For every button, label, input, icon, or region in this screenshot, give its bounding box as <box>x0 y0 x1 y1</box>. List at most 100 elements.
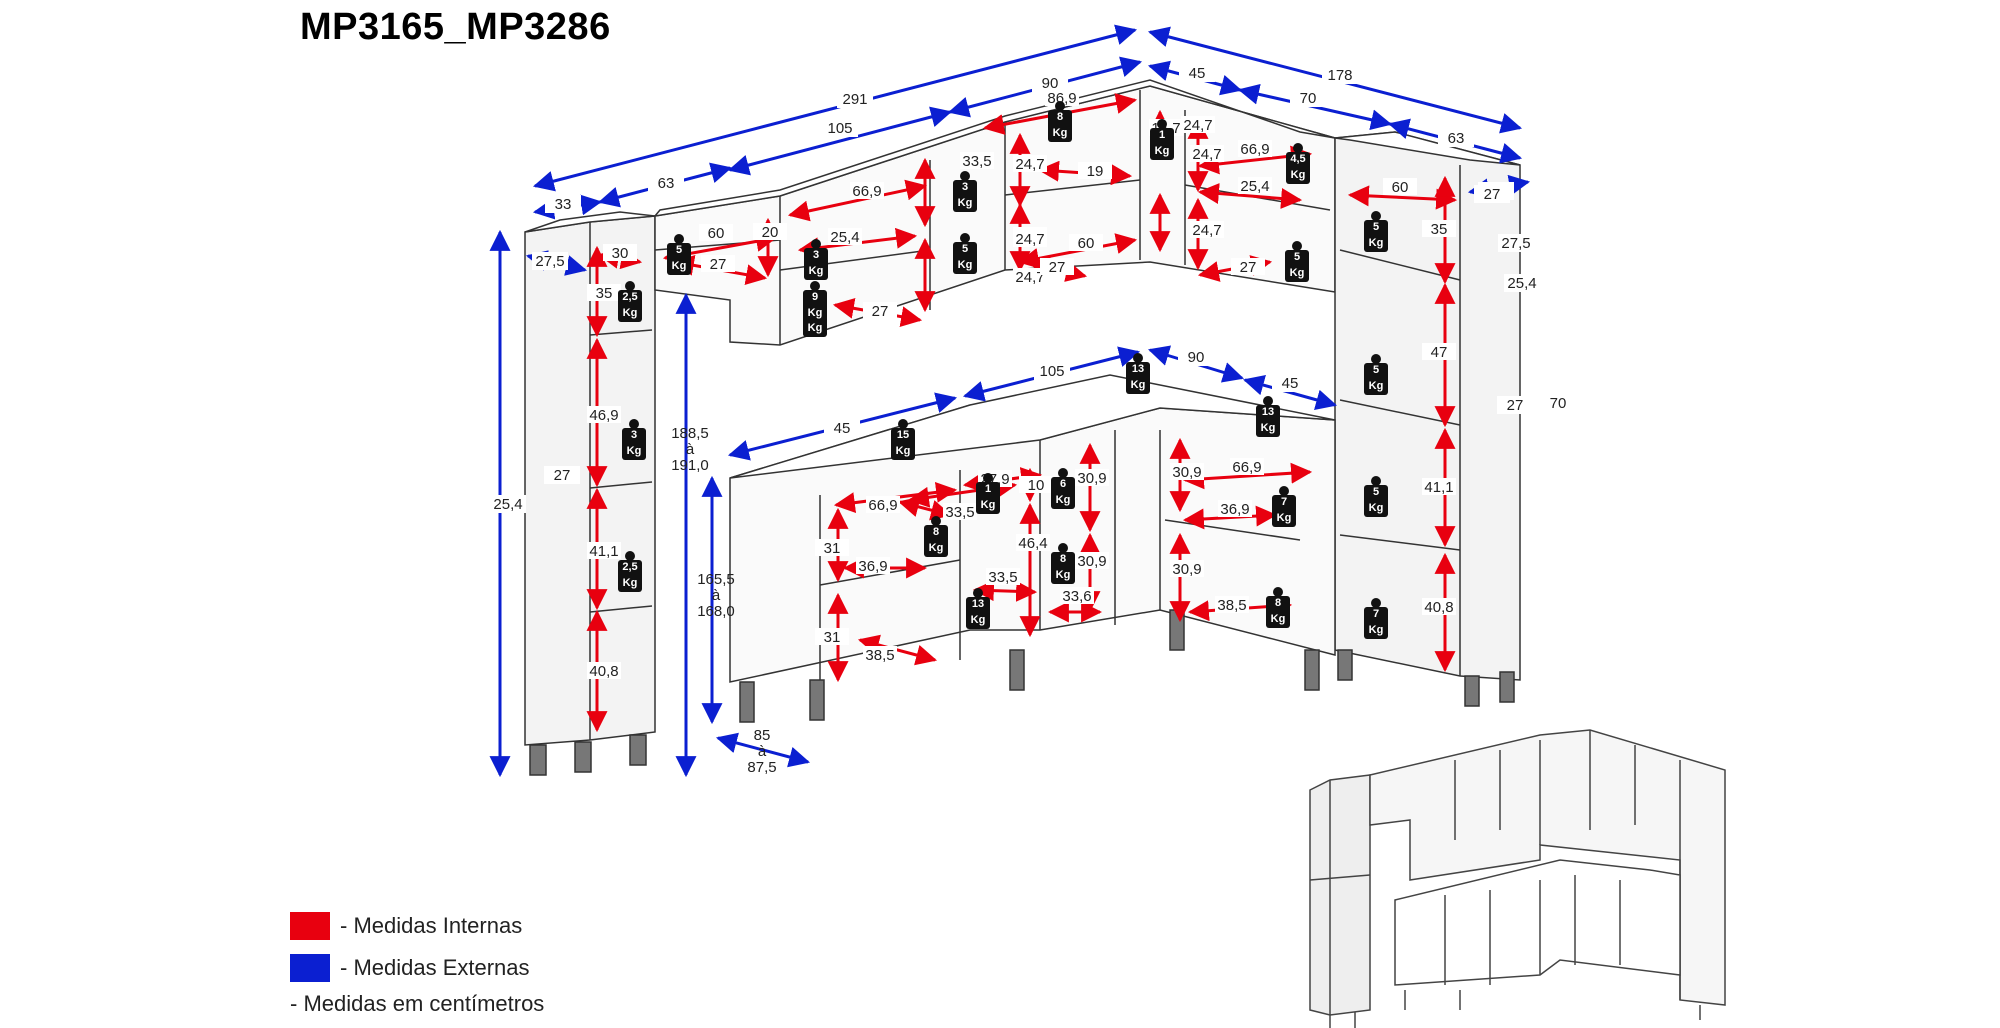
weight-knob <box>1157 119 1167 129</box>
weight-icon <box>891 419 915 460</box>
weight-icon <box>953 233 977 274</box>
internal-dimension-bg <box>1422 343 1456 360</box>
external-dimension-bg <box>837 90 873 108</box>
weight-icon <box>1286 143 1310 184</box>
weight-icon <box>1051 543 1075 584</box>
weight-icon <box>667 234 691 275</box>
weight-body <box>1256 405 1280 437</box>
weight-knob <box>1371 211 1381 221</box>
internal-dimension-bg <box>1078 162 1112 179</box>
internal-dimension-bg <box>1230 458 1264 475</box>
external-dimension-label: 27 <box>1484 186 1501 203</box>
weight-knob <box>1263 396 1273 406</box>
legend: - Medidas Internas - Medidas Externas - … <box>290 905 544 1017</box>
internal-dimension-label: 27 <box>872 303 889 320</box>
internal-dimension-bg <box>587 406 621 423</box>
weight-body <box>1364 607 1388 639</box>
external-dimension-bg <box>1438 129 1474 147</box>
weight-knob <box>674 234 684 244</box>
internal-dimension-bg <box>1016 534 1050 551</box>
weight-knob <box>1133 353 1143 363</box>
preview-thumbnail <box>1309 729 1726 1028</box>
internal-dimension-bg <box>850 182 884 199</box>
internal-dimension-label: 66,9 <box>868 497 897 514</box>
internal-dimension-label: 30 <box>612 245 629 262</box>
weight-body <box>803 290 827 322</box>
internal-dimension-bg <box>960 152 994 169</box>
internal-dimension-bg <box>1231 258 1265 275</box>
weight-icon <box>1364 354 1388 395</box>
internal-dimension-bg <box>856 557 890 574</box>
external-dimension-label: 90 <box>1042 75 1059 92</box>
internal-dimension-bg <box>1013 268 1047 285</box>
internal-dimension-label: 19 <box>1087 163 1104 180</box>
legend-internal: - Medidas Internas <box>290 905 544 947</box>
external-dimension-bg <box>822 119 858 137</box>
weight-body <box>1051 477 1075 509</box>
weight-body <box>924 525 948 557</box>
weight-knob <box>629 419 639 429</box>
weight-knob <box>1371 354 1381 364</box>
weight-knob <box>625 551 635 561</box>
external-dimension-label: 45 <box>1282 375 1299 392</box>
weight-body <box>804 248 828 280</box>
weight-icon <box>804 239 828 280</box>
external-dimension-label: 70 <box>1300 90 1317 107</box>
internal-dimension-bg <box>753 223 787 240</box>
internal-dimension-bg <box>1422 598 1456 615</box>
internal-dimension-label: 24,7 <box>1015 231 1044 248</box>
weight-knob <box>960 233 970 243</box>
weight-icon <box>1150 119 1174 160</box>
internal-dimension-label: 24,7 <box>1015 269 1044 286</box>
weight-body <box>953 242 977 274</box>
internal-dimension-bg <box>943 503 977 520</box>
weight-knob <box>625 281 635 291</box>
weight-icon <box>1051 468 1075 509</box>
internal-dimension-bg <box>1422 220 1456 237</box>
external-dimension-label: 45 <box>834 420 851 437</box>
external-dimension-bg <box>1290 89 1326 107</box>
weight-icon <box>953 171 977 212</box>
internal-dimension-bg <box>863 646 897 663</box>
internal-dimension-label: 24,7 <box>1183 117 1212 134</box>
right-tall-cabinet <box>1334 131 1521 707</box>
weight-body <box>1272 495 1296 527</box>
external-dimension-bg <box>1497 396 1533 414</box>
weight-icon <box>1266 587 1290 628</box>
internal-dimension-bg <box>1170 463 1204 480</box>
internal-dimension-label: 25,4 <box>1240 178 1269 195</box>
internal-dimension-label: 38,5 <box>1217 597 1246 614</box>
weight-knob <box>973 588 983 598</box>
internal-dimension-label: 30,9 <box>1172 464 1201 481</box>
internal-dimension-label: 33,5 <box>945 504 974 521</box>
external-dimension-bg <box>532 252 568 270</box>
weight-icon <box>1364 598 1388 639</box>
external-dimension-label: 45 <box>1189 65 1206 82</box>
weight-body <box>1266 596 1290 628</box>
internal-dimension-bg <box>699 224 733 241</box>
internal-dimension-label: 38,5 <box>865 647 894 664</box>
external-dimension-bg <box>648 174 684 192</box>
internal-dimension-bg <box>828 228 862 245</box>
internal-dimension-bg <box>1190 221 1224 238</box>
weight-knob <box>1279 486 1289 496</box>
weight-icon <box>1285 241 1309 282</box>
internal-dimension-label: 24,7 <box>1015 156 1044 173</box>
external-dimension-bg <box>1179 64 1215 82</box>
internal-dimension-bg <box>1075 552 1109 569</box>
weight-body <box>618 290 642 322</box>
external-dimension-bg <box>1540 394 1576 412</box>
